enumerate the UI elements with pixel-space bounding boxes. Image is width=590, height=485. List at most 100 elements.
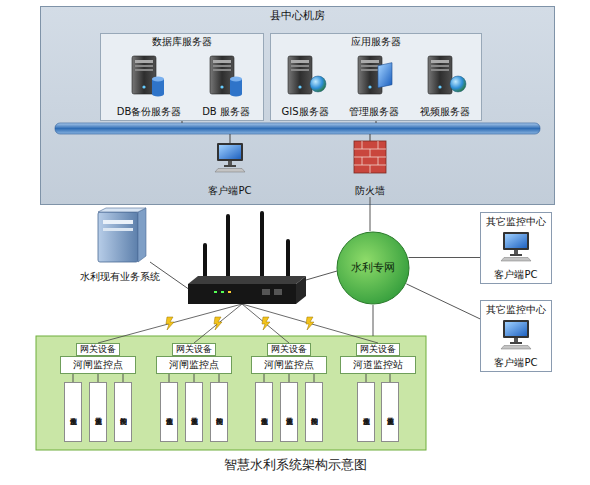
- node-label: 应用服务器: [271, 36, 481, 48]
- device-node: 视频服务器: [410, 52, 480, 118]
- router-antenna: [203, 245, 207, 280]
- db-cylinder: [152, 79, 164, 94]
- server-icon: [288, 56, 312, 94]
- room-zone: 县中心机房数据库服务器DB备份服务器DB 服务器应用服务器GIS服务器管理服务器…: [40, 6, 555, 205]
- big-server-body: [98, 212, 138, 262]
- network-link: [373, 305, 374, 336]
- pc-icon: [501, 320, 531, 349]
- router-port: [262, 289, 270, 295]
- big-server-top: [98, 208, 146, 212]
- sensor-box: 流量监测设备: [280, 382, 298, 442]
- globe-icon: [310, 76, 326, 92]
- wireless-bolt: [166, 317, 174, 330]
- connector-layer: [73, 197, 480, 382]
- router-led: [214, 291, 217, 293]
- node-label: 河闸监控点: [61, 359, 135, 371]
- device-node: 防火墙: [342, 138, 398, 197]
- connector-line: [289, 374, 290, 382]
- connector-line: [314, 374, 315, 382]
- gateway-site: 网关设备河闸监控点: [60, 356, 136, 374]
- server-icon: [428, 56, 452, 94]
- sensor-box: 水位监测设备: [357, 382, 375, 442]
- router-side: [296, 276, 306, 304]
- sensor-box: 闸门控制设备: [114, 382, 132, 442]
- router-led: [221, 291, 224, 293]
- device-node: DB备份服务器: [108, 52, 190, 118]
- node-label: 网关设备: [356, 343, 400, 356]
- connector-line: [169, 374, 170, 382]
- router-top: [188, 276, 306, 284]
- big-server-slot: [103, 220, 133, 224]
- node-label: 客户端PC: [481, 269, 551, 281]
- node-label: 数据库服务器: [101, 36, 263, 48]
- db-cylinder-bottom: [230, 92, 242, 97]
- db-cylinder-bottom: [152, 92, 164, 97]
- screen-panel: [378, 63, 392, 88]
- connector-line: [370, 197, 371, 231]
- network-bus: [55, 123, 540, 134]
- wireless-link: [98, 304, 242, 343]
- wireless-link: [242, 304, 289, 343]
- db-cylinder-top: [230, 77, 242, 82]
- node-label: 河闸监控点: [252, 359, 326, 371]
- field-zone: [36, 336, 426, 450]
- device-node: DB 服务器: [190, 52, 262, 118]
- network-circle: 水利专网: [336, 231, 410, 305]
- sensor-box: 流量监测设备: [381, 382, 399, 442]
- db-cylinder-top: [152, 77, 164, 82]
- bus-link: [370, 134, 371, 141]
- router-antenna: [286, 241, 290, 280]
- device-node: GIS服务器: [272, 52, 338, 118]
- gateway-site: 网关设备河闸监控点: [251, 356, 327, 374]
- connector-line: [98, 374, 99, 382]
- connector-line: [408, 257, 480, 258]
- diagram-caption: 智慧水利系统架构示意图: [0, 456, 590, 474]
- router-port: [274, 289, 282, 295]
- node-label: 网关设备: [172, 343, 216, 356]
- sensor-box: 水位监测设备: [255, 382, 273, 442]
- bus-link: [230, 134, 231, 143]
- big-server-slot: [103, 228, 133, 231]
- router-front: [188, 284, 296, 304]
- server-group: 数据库服务器 DB备份服务器DB 服务器: [100, 33, 264, 121]
- connector-line: [73, 374, 74, 382]
- wireless-bolt: [306, 317, 314, 330]
- node-label: 水利现有业务系统: [52, 271, 188, 283]
- pc-icon: [215, 143, 245, 172]
- router-link: [306, 271, 337, 280]
- globe-icon: [450, 76, 466, 92]
- node-label: 视频服务器: [400, 106, 490, 118]
- firewall-wall: [354, 141, 386, 173]
- router-led: [228, 291, 231, 293]
- node-label: 管理服务器: [330, 106, 418, 118]
- node-label: 河道监控站: [341, 359, 415, 371]
- node-label: 客户端PC: [180, 185, 280, 197]
- sensor-box: 闸门控制设备: [305, 382, 323, 442]
- wireless-bolt: [262, 317, 270, 330]
- server-icon: [210, 56, 234, 94]
- node-label: 网关设备: [76, 343, 120, 356]
- sensor-box: 流量监测设备: [185, 382, 203, 442]
- server-icon: [358, 56, 382, 94]
- firewall-bricks: [354, 141, 386, 173]
- big-server-side: [138, 208, 146, 262]
- sensor-box: 水位监测设备: [64, 382, 82, 442]
- device-node: 管理服务器: [340, 52, 408, 118]
- monitor-center: 其它监控中心客户端PC: [480, 300, 552, 372]
- node-label: 水利专网: [336, 262, 410, 275]
- device-node: 水利现有业务系统: [62, 210, 178, 283]
- connector-line: [219, 374, 220, 382]
- wireless-bolt: [214, 317, 222, 330]
- wireless-link: [194, 304, 242, 343]
- device-node: 客户端PC: [190, 140, 270, 197]
- connector-line: [406, 284, 480, 319]
- router-antenna: [226, 216, 230, 278]
- db-cylinder: [230, 79, 242, 94]
- sensor-box: 流量监测设备: [89, 382, 107, 442]
- router-antenna: [260, 213, 264, 278]
- connector-line: [366, 374, 367, 382]
- monitor-center: 其它监控中心客户端PC: [480, 212, 552, 284]
- pc-icon: [501, 232, 531, 261]
- sensor-box: 闸门控制设备: [210, 382, 228, 442]
